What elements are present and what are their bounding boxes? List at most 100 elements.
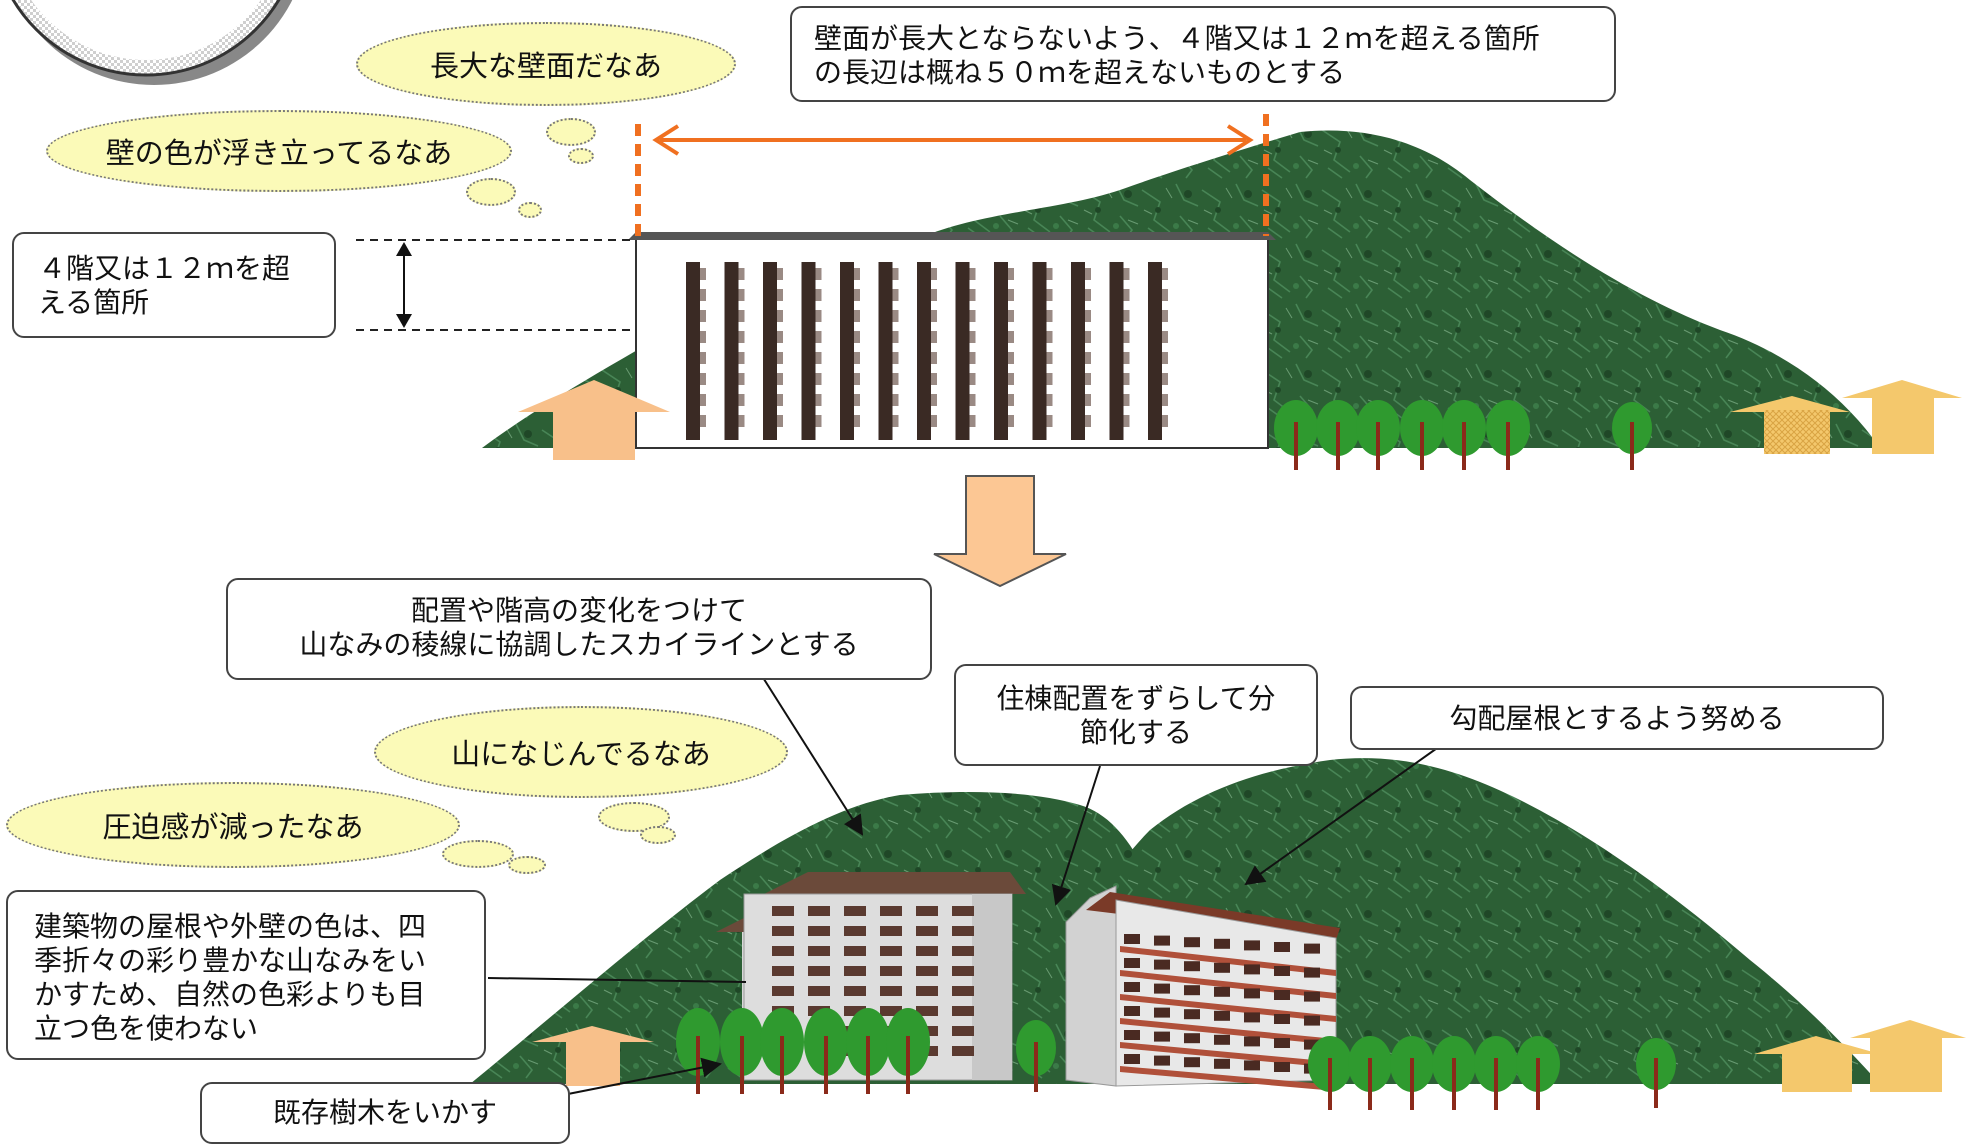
building-window <box>969 373 976 385</box>
building-window <box>700 310 706 322</box>
building-window <box>1085 331 1091 343</box>
building-window <box>738 415 745 427</box>
building-window <box>916 1006 938 1016</box>
building-window <box>892 352 899 364</box>
building-window <box>1162 289 1168 301</box>
building-window <box>1154 1007 1170 1018</box>
building-window <box>1123 289 1130 301</box>
house-bottom-right-1 <box>1754 1036 1880 1092</box>
building-window <box>952 1006 974 1016</box>
building-window <box>1184 961 1200 972</box>
building-window <box>854 352 860 364</box>
building-window <box>844 926 866 936</box>
building-window <box>844 966 866 976</box>
callout-height-threshold: ４階又は１２ｍを超 える箇所 <box>12 232 336 338</box>
building-window <box>1123 352 1130 364</box>
building-column <box>955 262 970 440</box>
building-window <box>1244 988 1260 999</box>
building-column <box>917 262 931 440</box>
building-window <box>854 268 860 280</box>
thought-dot <box>442 840 514 868</box>
building-column <box>1032 262 1047 440</box>
building-window <box>1162 268 1168 280</box>
building-window <box>969 394 976 406</box>
building-window <box>931 289 937 301</box>
building-window <box>700 268 706 280</box>
transition-arrow-icon <box>933 475 1067 588</box>
building-window <box>1008 394 1014 406</box>
callout-line: ４階又は１２ｍを超 <box>38 252 291 285</box>
house-bottom-left <box>532 1026 654 1086</box>
building-window <box>1304 991 1320 1002</box>
building-window <box>700 352 706 364</box>
building-window <box>1008 415 1014 427</box>
building-window <box>854 331 860 343</box>
building-window <box>1244 940 1260 951</box>
building-window <box>880 946 902 956</box>
callout-line: 住棟配置をずらして分 <box>996 682 1276 715</box>
tree <box>1348 1036 1392 1110</box>
building-window <box>808 966 830 976</box>
building-window <box>738 373 745 385</box>
building-window <box>952 926 974 936</box>
building-window <box>1085 352 1091 364</box>
building-window <box>738 289 745 301</box>
callout-line: 壁面が長大とならないよう、４階又は１２ｍを超える箇所 <box>814 22 1540 55</box>
building-window <box>931 331 937 343</box>
building-window <box>969 415 976 427</box>
building-window <box>952 906 974 916</box>
building-window <box>952 966 974 976</box>
wall-length-dimension <box>635 114 1269 236</box>
building-window <box>916 966 938 976</box>
building-window <box>1304 1015 1320 1026</box>
building-window <box>931 415 937 427</box>
tree <box>1274 400 1318 470</box>
building-window <box>1274 1038 1290 1048</box>
building-window <box>772 986 794 996</box>
building-column <box>686 262 700 440</box>
building-window <box>738 394 745 406</box>
tree <box>1442 400 1486 470</box>
tree <box>1516 1036 1560 1110</box>
building-window <box>1274 942 1290 952</box>
building-column <box>1109 262 1124 440</box>
building-window <box>1085 415 1091 427</box>
thought-bubble-blend-in: 山になじんでるなあ <box>374 706 788 798</box>
building-window <box>815 310 822 322</box>
building-window <box>892 331 899 343</box>
house-top-left <box>518 380 670 460</box>
tree <box>1486 400 1530 470</box>
building-window <box>700 394 706 406</box>
building-window <box>844 1006 866 1016</box>
building-column <box>1148 262 1162 440</box>
building-window <box>1123 373 1130 385</box>
thought-dot <box>508 856 546 874</box>
building-window <box>1085 289 1091 301</box>
callout-line: 既存樹木をいかす <box>272 1096 497 1129</box>
building-window <box>1046 268 1053 280</box>
house-top-right-checkered <box>1730 396 1850 454</box>
building-window <box>1214 1034 1230 1045</box>
building-window <box>1184 1033 1200 1044</box>
tree <box>1308 1036 1352 1110</box>
building-window <box>1162 373 1168 385</box>
long-apartment-building <box>628 232 1276 449</box>
house-bottom-right-2 <box>1850 1020 1966 1092</box>
building-window <box>1085 394 1091 406</box>
building-window <box>844 906 866 916</box>
building-window <box>1046 310 1053 322</box>
building-window <box>700 373 706 385</box>
building-window <box>1214 962 1230 973</box>
building-window <box>1184 1009 1200 1020</box>
building-window <box>738 331 745 343</box>
callout-wall-length-limit: 壁面が長大とならないよう、４階又は１２ｍを超える箇所 の長辺は概ね５０ｍを超えな… <box>790 6 1616 102</box>
building-window <box>777 331 783 343</box>
building-window <box>1008 289 1014 301</box>
building-window <box>772 966 794 976</box>
building-window <box>1162 310 1168 322</box>
building-window <box>880 926 902 936</box>
building-window <box>969 310 976 322</box>
building-window <box>1162 331 1168 343</box>
tree <box>720 1008 764 1094</box>
